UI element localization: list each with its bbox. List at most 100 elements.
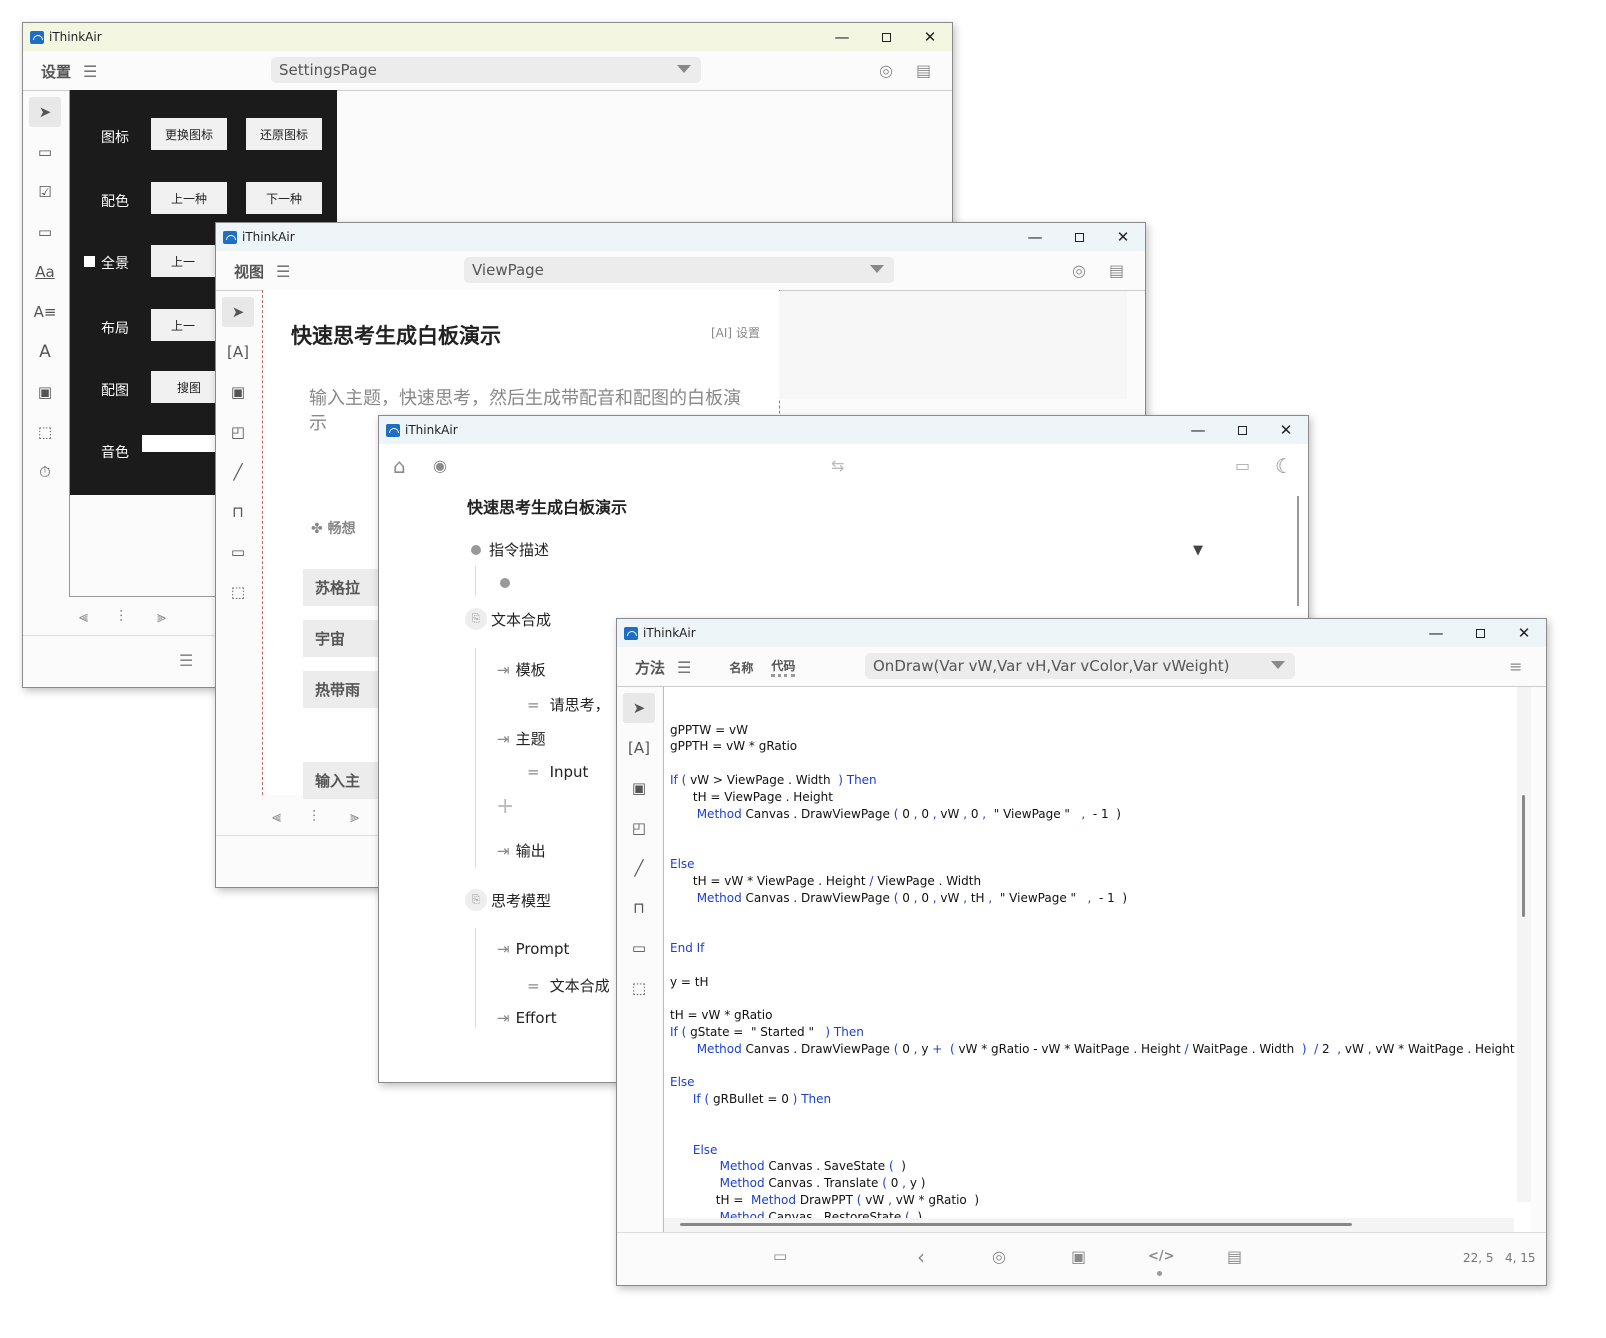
tab-name[interactable]: 名称 bbox=[729, 660, 754, 675]
folder-icon[interactable]: ▭ bbox=[1235, 456, 1251, 475]
code-line[interactable] bbox=[670, 906, 1531, 923]
back-icon[interactable]: ‹ bbox=[917, 1245, 925, 1269]
code-line[interactable] bbox=[670, 923, 1531, 940]
title-bar[interactable]: iThinkAir — ✕ bbox=[216, 223, 1145, 251]
code-line[interactable]: Method Canvas . SaveState ( ) bbox=[719, 1159, 906, 1174]
prev-layout-button[interactable]: 上一 bbox=[151, 309, 227, 341]
text-box-tool-icon[interactable]: [A] bbox=[227, 343, 249, 361]
close-button[interactable]: ✕ bbox=[1116, 228, 1130, 246]
code-line[interactable]: Method Canvas . DrawViewPage ( 0 , 0 , v… bbox=[696, 890, 1128, 905]
align-center-icon[interactable]: ⫶ bbox=[119, 607, 124, 626]
frame-tool-icon[interactable]: ⬚ bbox=[230, 583, 246, 601]
code-line[interactable] bbox=[670, 1125, 1531, 1142]
text-box-tool-icon[interactable]: [A] bbox=[628, 739, 650, 757]
code-line[interactable]: Else bbox=[692, 1142, 718, 1157]
code-line[interactable] bbox=[670, 1058, 1531, 1075]
page-select[interactable]: ViewPage bbox=[464, 257, 894, 283]
ai-settings-link[interactable]: [AI] 设置 bbox=[711, 326, 760, 340]
method-select[interactable]: OnDraw(Var vW,Var vH,Var vColor,Var vWei… bbox=[865, 653, 1295, 679]
code-line[interactable] bbox=[670, 1108, 1531, 1125]
code-line[interactable]: gPPTW = vW bbox=[670, 722, 748, 737]
code-line[interactable] bbox=[670, 822, 1531, 839]
doc-settings-icon[interactable]: ▤ bbox=[916, 61, 932, 80]
doc-settings-icon[interactable]: ▤ bbox=[1109, 261, 1125, 280]
swap-icon[interactable]: ⇆ bbox=[831, 456, 845, 475]
code-text[interactable]: gPPTW = vW gPPTH = vW * gRatio If ( vW > … bbox=[670, 688, 1531, 1232]
menu-icon[interactable]: ☰ bbox=[677, 657, 692, 677]
tree-value[interactable]: =文本合成 bbox=[527, 976, 610, 996]
page-select[interactable]: SettingsPage bbox=[271, 57, 701, 83]
code-view-icon[interactable]: </> bbox=[1148, 1249, 1175, 1264]
code-line[interactable]: gPPTH = vW * gRatio bbox=[670, 739, 798, 754]
collapse-triangle-icon[interactable]: ▼ bbox=[1193, 543, 1203, 558]
align-right-icon[interactable]: ⫸ bbox=[157, 607, 167, 626]
tree-root[interactable]: 指令描述 bbox=[471, 539, 549, 560]
pointer-tool-icon[interactable]: ➤ bbox=[623, 693, 655, 723]
tree-child[interactable]: ⇥输出 bbox=[497, 841, 546, 861]
align-left-icon[interactable]: ⫷ bbox=[272, 807, 282, 826]
button-tool-icon[interactable]: ▭ bbox=[230, 543, 246, 561]
tree-value[interactable]: =Input bbox=[527, 763, 589, 781]
minimize-button[interactable]: — bbox=[1027, 228, 1043, 246]
console-icon[interactable]: ▭ bbox=[773, 1247, 788, 1265]
menu-icon[interactable]: ☰ bbox=[276, 261, 291, 281]
code-line[interactable]: Method Canvas . DrawViewPage ( 0 , 0 , v… bbox=[696, 806, 1121, 821]
code-line[interactable]: y = tH bbox=[670, 974, 709, 989]
shape-tool-icon[interactable]: ◰ bbox=[631, 819, 647, 837]
text-format-tool-icon[interactable]: A≡ bbox=[33, 303, 57, 321]
pointer-tool-icon[interactable]: ➤ bbox=[29, 97, 61, 127]
tree-section[interactable]: ⎘思考模型 bbox=[465, 889, 551, 911]
maximize-button[interactable] bbox=[864, 23, 908, 51]
label-tool-icon[interactable]: A bbox=[39, 342, 51, 362]
code-line[interactable]: Method Canvas . DrawViewPage ( 0 , y + (… bbox=[696, 1041, 1531, 1056]
prev-panorama-button[interactable]: 上一 bbox=[151, 245, 227, 277]
maximize-button[interactable] bbox=[1057, 223, 1101, 251]
toggle-tool-icon[interactable]: ▭ bbox=[37, 223, 53, 241]
scrollbar[interactable] bbox=[1297, 496, 1299, 606]
code-line[interactable]: Else bbox=[670, 856, 695, 871]
next-color-button[interactable]: 下一种 bbox=[246, 182, 322, 214]
line-tool-icon[interactable]: ╱ bbox=[233, 463, 243, 481]
code-line[interactable]: Else bbox=[670, 1075, 695, 1090]
fullscreen-checkbox[interactable] bbox=[84, 256, 95, 267]
add-icon[interactable]: + bbox=[496, 794, 515, 819]
prev-color-button[interactable]: 上一种 bbox=[151, 182, 227, 214]
scrollbar-thumb[interactable] bbox=[680, 1223, 1352, 1226]
code-line[interactable]: tH = vW * gRatio bbox=[670, 1008, 773, 1023]
search-image-button[interactable]: 搜图 bbox=[151, 371, 227, 403]
preview-icon[interactable]: ◎ bbox=[1072, 261, 1086, 280]
align-left-icon[interactable]: ⫷ bbox=[79, 607, 89, 626]
align-center-icon[interactable]: ⫶ bbox=[312, 807, 317, 826]
button-tool-icon[interactable]: ▭ bbox=[631, 939, 647, 957]
record-icon[interactable]: ◎ bbox=[992, 1247, 1006, 1266]
button-tool-icon[interactable]: ▭ bbox=[37, 143, 53, 161]
tree-child[interactable]: ⇥Prompt bbox=[497, 940, 570, 958]
frame-tool-icon[interactable]: ⬚ bbox=[631, 979, 647, 997]
code-line[interactable] bbox=[670, 755, 1531, 772]
title-bar[interactable]: iThinkAir — ✕ bbox=[23, 23, 952, 51]
image-tool-icon[interactable]: ▣ bbox=[631, 779, 647, 797]
title-bar[interactable]: iThinkAir — ✕ bbox=[617, 619, 1546, 647]
code-line[interactable]: If ( gRBullet = 0 ) Then bbox=[692, 1092, 832, 1107]
maximize-button[interactable] bbox=[1220, 416, 1264, 444]
code-line[interactable] bbox=[670, 839, 1531, 856]
tree-value[interactable]: =请思考， bbox=[527, 695, 610, 715]
tab-code[interactable]: 代码 bbox=[771, 657, 796, 677]
image-tool-icon[interactable]: ▣ bbox=[230, 383, 246, 401]
home-icon[interactable]: ⌂ bbox=[393, 454, 406, 478]
horizontal-scrollbar[interactable] bbox=[664, 1218, 1514, 1232]
code-line[interactable]: tH = Method DrawPPT ( vW , vW * gRatio ) bbox=[670, 1192, 980, 1207]
code-line[interactable] bbox=[670, 957, 1531, 974]
tree-child[interactable]: ⇥模板 bbox=[497, 660, 546, 680]
dark-mode-icon[interactable]: ☾ bbox=[1275, 454, 1293, 478]
minimize-button[interactable]: — bbox=[834, 28, 850, 46]
tree-child[interactable]: ⇥Effort bbox=[497, 1009, 557, 1027]
timer-tool-icon[interactable]: ⏱ bbox=[39, 463, 51, 481]
format-icon[interactable]: ≡ bbox=[1509, 657, 1523, 676]
align-right-icon[interactable]: ⫸ bbox=[350, 807, 360, 826]
pointer-tool-icon[interactable]: ➤ bbox=[222, 297, 254, 327]
change-icon-button[interactable]: 更换图标 bbox=[151, 118, 227, 150]
code-line[interactable]: If ( vW > ViewPage . Width ) Then bbox=[670, 772, 877, 787]
close-button[interactable]: ✕ bbox=[1517, 624, 1531, 642]
container-tool-icon[interactable]: ⊓ bbox=[232, 503, 244, 521]
